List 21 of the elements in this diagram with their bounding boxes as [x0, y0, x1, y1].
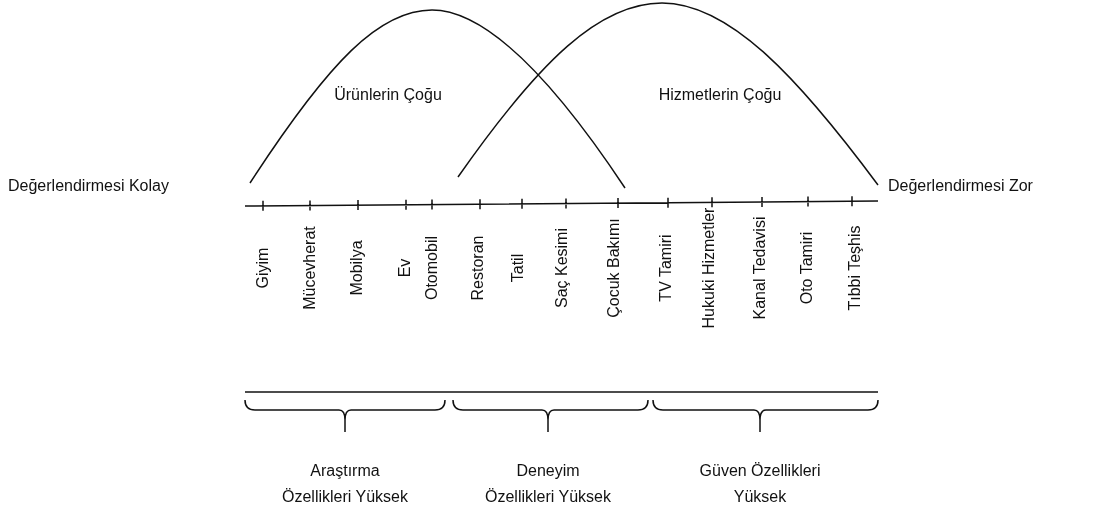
category-label: Tıbbi Teşhis	[845, 225, 865, 311]
category-label: Otomobil	[422, 236, 442, 300]
category-label: Giyim	[253, 247, 273, 289]
curve-label: Ürünlerin Çoğu	[334, 85, 442, 105]
group-label: Güven Özellikleri Yüksek	[698, 461, 822, 507]
group-label: Deneyim Özellikleri Yüksek	[484, 461, 612, 507]
scale-end-label: Değerlendirmesi Zor	[888, 176, 1033, 196]
category-label: Kanal Tedavisi	[750, 216, 770, 320]
category-label: Hukuki Hizmetler	[699, 207, 719, 329]
group-label: Araştırma Özellikleri Yüksek	[281, 461, 409, 507]
scale-end-label: Değerlendirmesi Kolay	[8, 176, 169, 196]
category-label: Saç Kesimi	[552, 228, 572, 308]
category-label: TV Tamiri	[656, 234, 676, 302]
category-label: Mobilya	[347, 240, 367, 296]
category-label: Çocuk Bakımı	[604, 218, 624, 318]
category-label: Tatil	[508, 253, 528, 283]
category-label: Ev	[395, 258, 415, 278]
category-label: Restoran	[468, 235, 488, 301]
category-label: Oto Tamiri	[797, 231, 817, 305]
curve-label: Hizmetlerin Çoğu	[658, 85, 782, 105]
category-label: Mücevherat	[300, 226, 320, 310]
